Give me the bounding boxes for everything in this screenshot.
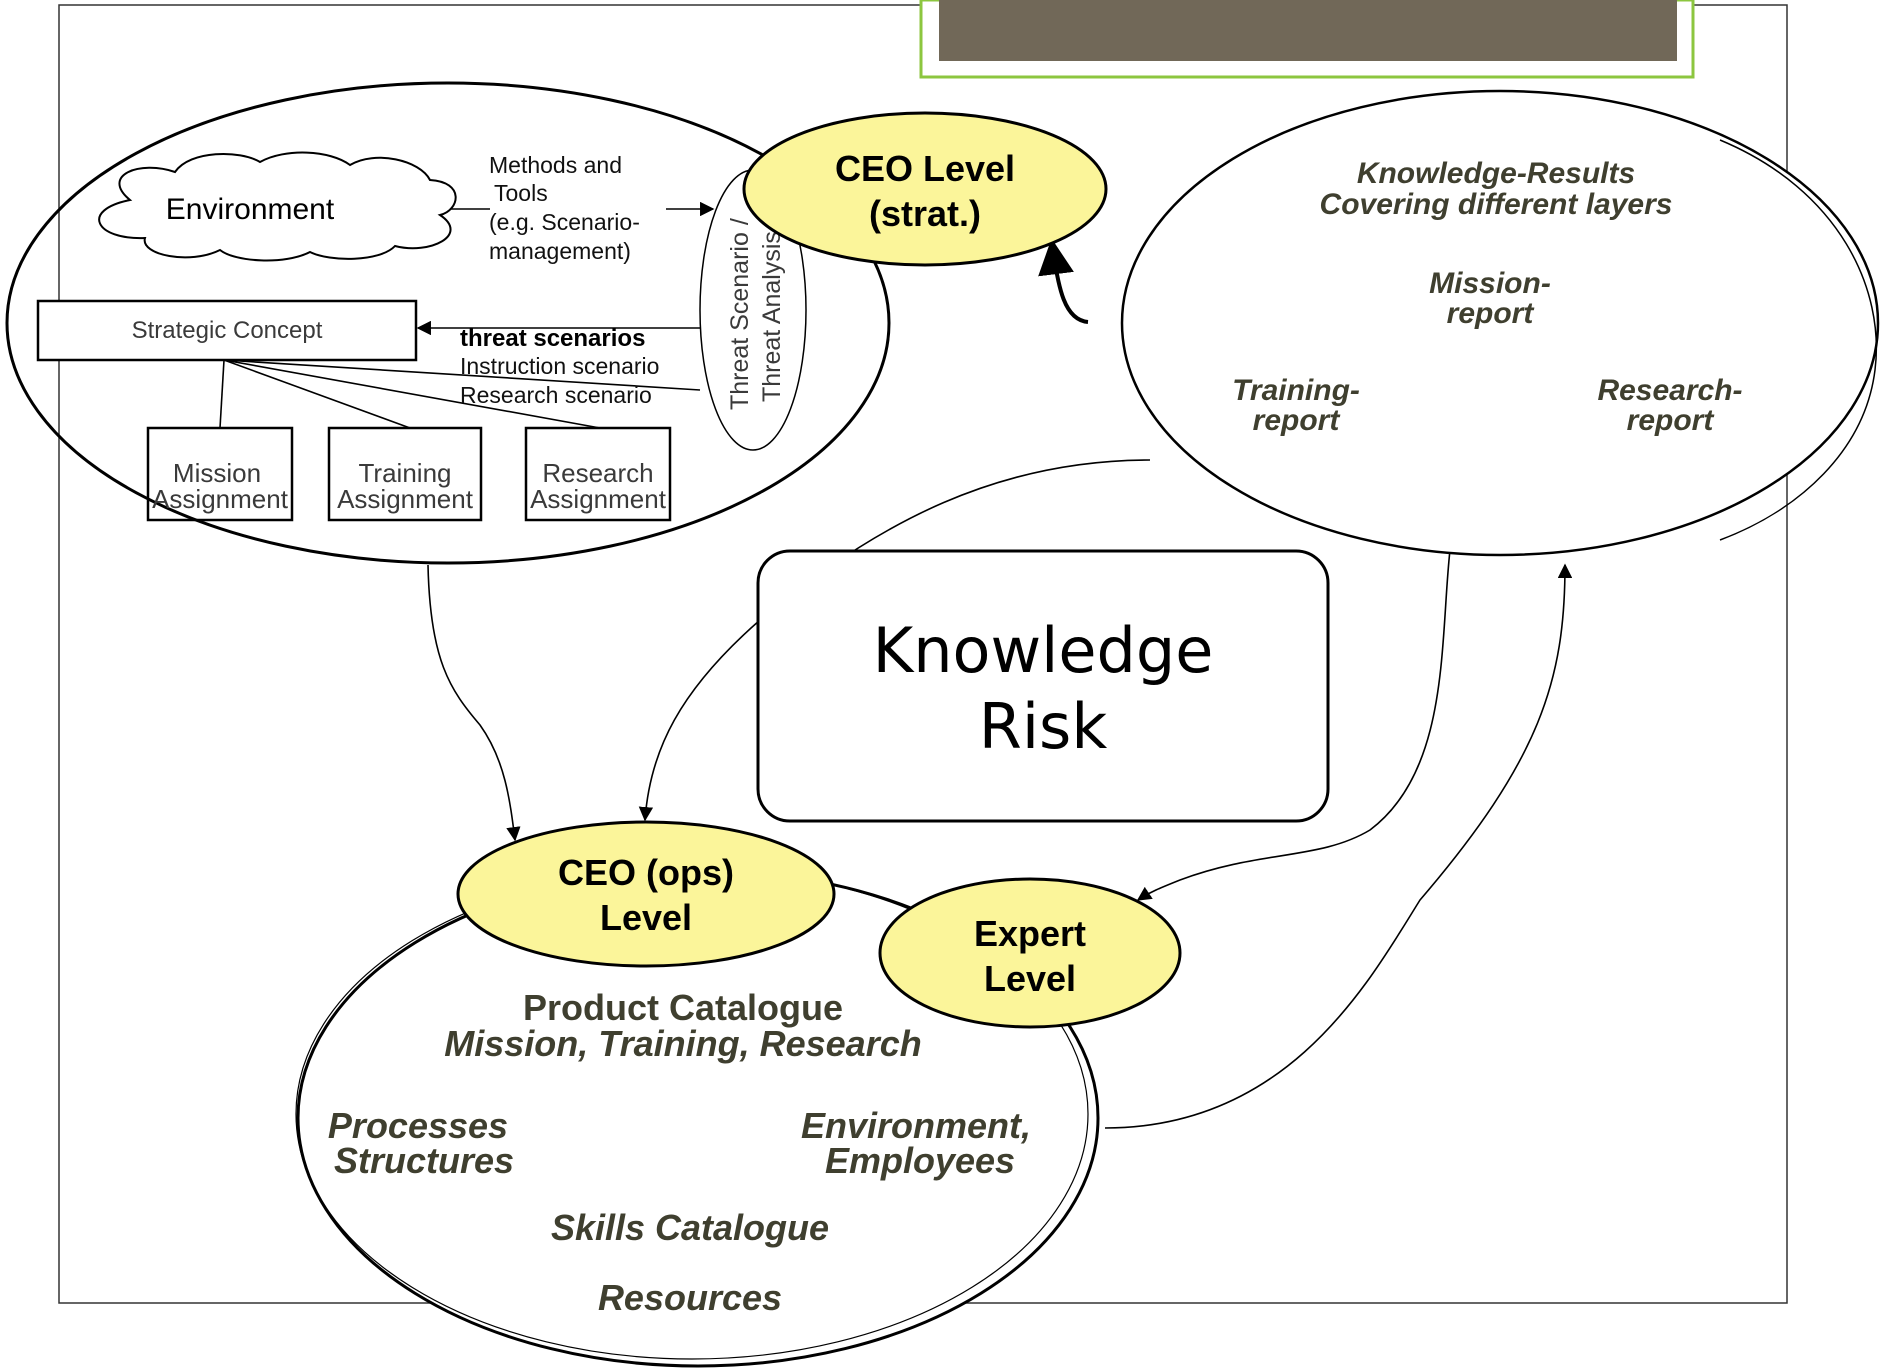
svg-text:Expert: Expert	[974, 913, 1086, 954]
svg-text:Environment,: Environment,	[801, 1105, 1031, 1146]
svg-text:Threat Scenario /: Threat Scenario /	[726, 218, 754, 410]
threat-analysis-ellipse: Threat Scenario / Threat Analysis	[699, 169, 807, 451]
research-scenario-label: Research scenario	[460, 382, 652, 408]
mission-training-research-label: Mission, Training, Research	[444, 1023, 921, 1064]
svg-text:Training: Training	[359, 458, 452, 488]
svg-text:Covering different layers: Covering different layers	[1320, 188, 1673, 221]
arrow-strategic-to-ceo-ops	[427, 564, 521, 842]
svg-text:(e.g. Scenario-: (e.g. Scenario-	[489, 209, 640, 235]
svg-text:Level: Level	[984, 958, 1076, 999]
svg-text:report: report	[1253, 404, 1342, 437]
svg-text:Knowledge-Results: Knowledge-Results	[1357, 157, 1635, 190]
skills-catalogue-label: Skills Catalogue	[551, 1207, 829, 1248]
svg-text:report: report	[1447, 297, 1536, 330]
product-catalogue-label: Product Catalogue	[523, 987, 843, 1028]
svg-text:Assignment: Assignment	[530, 484, 667, 514]
methods-text: Methods and Tools (e.g. Scenario- manage…	[489, 152, 640, 264]
svg-text:Tools: Tools	[494, 180, 548, 206]
line-concept-threat-text	[223, 359, 701, 391]
research-assignment-box: Research Assignment	[524, 426, 672, 522]
ceo-strat-level: CEO Level (strat.)	[742, 111, 1108, 267]
arrow-results-to-ceo-strat	[1038, 238, 1089, 324]
svg-text:Processes: Processes	[328, 1105, 508, 1146]
svg-text:Training-: Training-	[1232, 374, 1360, 407]
scenario-list: threat scenarios Instruction scenario Re…	[460, 325, 659, 408]
strategic-concept-box: Strategic Concept	[36, 299, 418, 362]
svg-text:Research-: Research-	[1597, 374, 1742, 407]
threat-scenarios-label: threat scenarios	[460, 325, 645, 352]
svg-text:report: report	[1627, 404, 1716, 437]
line-concept-mission	[219, 359, 225, 429]
svg-text:Employees: Employees	[825, 1140, 1015, 1181]
svg-text:management): management)	[489, 238, 631, 264]
line-concept-training	[223, 359, 411, 429]
arrow-catalogue-to-results	[1104, 563, 1573, 1129]
mission-assignment-box: Mission Assignment	[146, 426, 294, 522]
header-bar	[919, 0, 1695, 79]
training-assignment-box: Training Assignment	[327, 426, 483, 522]
svg-text:CEO Level: CEO Level	[835, 148, 1015, 189]
svg-text:Mission: Mission	[173, 458, 261, 488]
arrow-results-to-expert	[1136, 549, 1451, 901]
strategic-ellipse	[5, 81, 891, 565]
svg-text:Level: Level	[600, 897, 692, 938]
line-concept-research	[223, 359, 601, 429]
svg-text:CEO (ops): CEO (ops)	[558, 852, 734, 893]
svg-text:(strat.): (strat.)	[869, 193, 981, 234]
ceo-ops-level: CEO (ops) Level	[456, 820, 836, 968]
svg-text:Mission-: Mission-	[1429, 267, 1551, 300]
svg-text:Structures: Structures	[334, 1140, 514, 1181]
strategic-concept-label: Strategic Concept	[132, 317, 323, 344]
svg-text:Risk: Risk	[979, 690, 1108, 763]
svg-text:Research: Research	[542, 458, 653, 488]
expert-level: Expert Level	[878, 877, 1182, 1029]
environment-label: Environment	[166, 193, 335, 226]
svg-text:Assignment: Assignment	[152, 484, 289, 514]
svg-text:Threat Analysis: Threat Analysis	[758, 231, 786, 402]
svg-text:Assignment: Assignment	[337, 484, 474, 514]
instruction-scenario-label: Instruction scenario	[460, 353, 659, 379]
connectors	[219, 201, 1573, 1129]
svg-text:Methods and: Methods and	[489, 152, 622, 178]
environment-cloud: Environment	[98, 151, 457, 262]
results-ellipse: Knowledge-Results Covering different lay…	[1120, 89, 1880, 557]
resources-label: Resources	[598, 1277, 782, 1318]
svg-text:Knowledge: Knowledge	[873, 614, 1214, 687]
knowledge-risk-box: Knowledge Risk	[756, 549, 1330, 823]
